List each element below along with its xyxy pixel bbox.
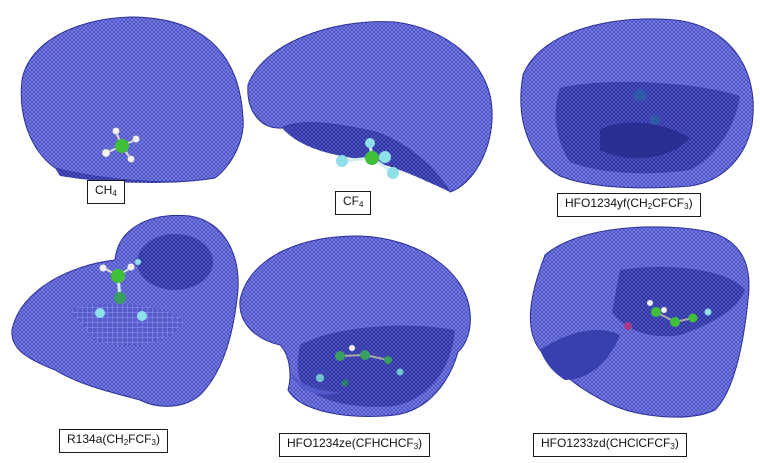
- label-hfo1233zd: HFO1233zd(CHClCFCF3): [533, 433, 687, 457]
- surface-cf4: [248, 22, 492, 192]
- fluorine-atom: [397, 369, 404, 376]
- label-hfo1234ze: HFO1234ze(CFHCHCF3): [279, 433, 430, 457]
- carbon-atom: [335, 351, 345, 361]
- fluorine-atom: [95, 308, 105, 318]
- surface-r134a: [12, 215, 238, 406]
- hydrogen-atom: [133, 136, 140, 143]
- fluorine-atom: [387, 167, 399, 179]
- hidden-atom: [650, 115, 660, 125]
- carbon-atom: [111, 269, 125, 283]
- surface-hfo1234ze: [240, 236, 471, 416]
- hydrogen-atom: [113, 128, 120, 135]
- surface-hfo1234yf: [521, 19, 753, 188]
- label-hfo1234yf: HFO1234yf(CH2CFCF3): [557, 193, 701, 217]
- fluorine-atom: [135, 259, 141, 265]
- fluorine-atom: [365, 138, 375, 148]
- carbon-atom: [670, 317, 680, 327]
- label-r134a: R134a(CH2FCF3): [59, 429, 168, 453]
- carbon-atom: [114, 292, 126, 304]
- label-cf4: CF4: [335, 191, 371, 215]
- hydrogen-atom: [661, 307, 667, 313]
- hydrogen-atom: [647, 300, 653, 306]
- surface-hfo1233zd: [530, 227, 749, 417]
- hydrogen-atom: [128, 156, 135, 163]
- fluorine-atom: [316, 374, 324, 382]
- fluorine-atom: [137, 311, 147, 321]
- carbon-atom: [689, 314, 698, 323]
- carbon-atom: [384, 356, 392, 364]
- carbon-atom: [360, 350, 370, 360]
- hidden-atom: [634, 89, 646, 101]
- fluorine-atom: [379, 151, 391, 163]
- hydrogen-atom: [102, 149, 110, 157]
- hydrogen-atom: [349, 345, 355, 351]
- carbon-atom: [115, 139, 129, 153]
- carbon-atom: [365, 151, 379, 165]
- carbon-atom: [651, 307, 661, 317]
- chlorine-atom: [624, 322, 632, 330]
- hydrogen-atom: [100, 265, 107, 272]
- fluorine-atom: [336, 155, 348, 167]
- hydrogen-atom: [128, 264, 135, 271]
- fluorine-atom: [705, 309, 712, 316]
- fluorine-atom: [342, 380, 349, 387]
- label-ch4: CH4: [87, 180, 125, 204]
